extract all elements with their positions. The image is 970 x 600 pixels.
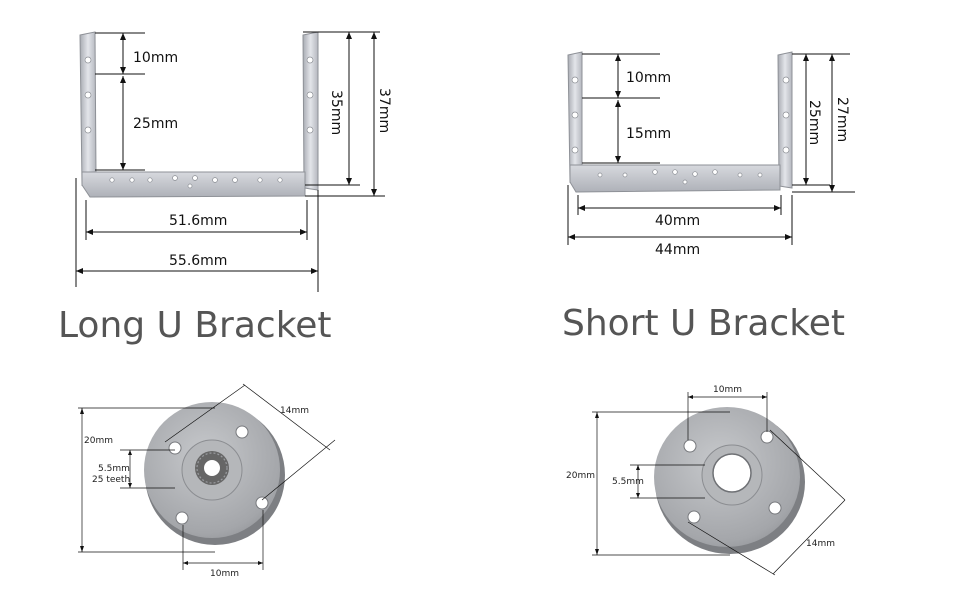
splined-dim-10mm: 10mm (210, 569, 239, 579)
flat-dim-5-5mm: 5.5mm (612, 477, 644, 487)
long-dim-55-6mm: 55.6mm (169, 253, 227, 269)
short-dim-27mm: 27mm (834, 97, 850, 142)
short-bracket-holes (571, 76, 790, 185)
splined-dim-14mm: 14mm (280, 406, 309, 416)
short-bracket-base (569, 164, 781, 193)
flat-dim-14mm: 14mm (806, 539, 835, 549)
short-bracket-right-arm (777, 51, 793, 189)
short-dim-44mm: 44mm (655, 242, 700, 258)
flat-dim-20mm: 20mm (566, 471, 595, 481)
short-dim-40mm: 40mm (655, 213, 700, 229)
splined-dim-5-5mm: 5.5mm (98, 464, 130, 474)
short-u-bracket: 10mm 15mm 25mm 27mm 40mm 44mm Short U Br… (562, 51, 855, 344)
splined-dim-20mm: 20mm (84, 436, 113, 446)
flat-hub-holes (683, 430, 782, 524)
long-bracket-title: Long U Bracket (58, 305, 332, 346)
splined-hub-holes (168, 425, 269, 525)
short-dim-25mm: 25mm (806, 100, 822, 145)
splined-teeth-label: 25 teeth (92, 475, 130, 485)
short-dim-15mm: 15mm (626, 126, 671, 142)
spline-teeth (196, 452, 228, 484)
long-bracket-base (81, 171, 306, 198)
splined-servo-hub: 20mm 14mm 5.5mm 25 teeth 10mm (78, 383, 336, 579)
short-bracket-title: Short U Bracket (562, 303, 845, 344)
long-dim-25mm: 25mm (133, 116, 178, 132)
flat-servo-hub: 10mm 20mm 5.5mm 14mm (566, 385, 846, 576)
long-dim-37mm: 37mm (376, 88, 392, 133)
short-dim-10mm: 10mm (626, 70, 671, 86)
flat-dim-10mm: 10mm (713, 385, 742, 395)
long-u-bracket: 10mm 25mm 35mm 37mm 51.6mm 55.6mm Long U… (58, 31, 392, 346)
long-dim-51-6mm: 51.6mm (169, 213, 227, 229)
long-bracket-right-arm (302, 31, 319, 191)
long-dim-10mm: 10mm (133, 50, 178, 66)
long-bracket-holes (84, 56, 314, 189)
long-dim-35mm: 35mm (328, 90, 344, 135)
long-bracket-left-arm (79, 31, 97, 186)
flat-hub-center-hole (712, 453, 752, 493)
